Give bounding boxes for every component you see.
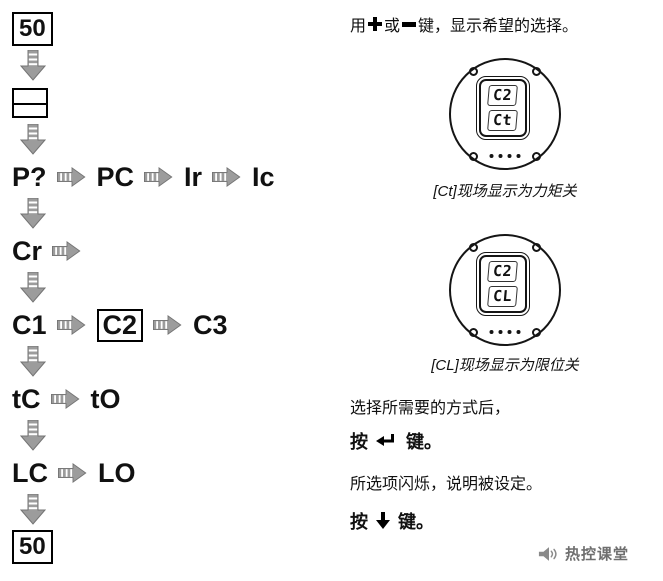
lcd-line1: C2 bbox=[487, 85, 519, 106]
flow-item: tO bbox=[90, 383, 121, 414]
flow-row-l: LC LO bbox=[12, 456, 275, 490]
lcd-display: C2 Ct bbox=[479, 79, 527, 137]
flow-row-top: 50 bbox=[12, 12, 275, 46]
press-down-pre: 按 bbox=[350, 512, 368, 532]
plus-icon bbox=[368, 17, 383, 31]
flow-arrow-down-icon bbox=[20, 420, 46, 451]
flow-item: LO bbox=[98, 457, 136, 488]
instruction-text: 用 bbox=[350, 18, 367, 35]
display-caption-cl: [CL]现场显示为限位关 bbox=[431, 357, 579, 374]
code-box-bottom: 50 bbox=[12, 530, 53, 564]
minus-icon bbox=[402, 21, 417, 27]
press-enter-post: 键。 bbox=[406, 432, 442, 452]
flow-item: Ic bbox=[252, 161, 275, 192]
flow-arrow-right-icon bbox=[56, 315, 86, 335]
down-key-icon bbox=[376, 512, 390, 529]
flow-arrow-right-icon bbox=[50, 389, 80, 409]
flow-step bbox=[12, 197, 275, 231]
screw-icon bbox=[469, 328, 478, 337]
lcd-line1: C2 bbox=[487, 261, 519, 282]
flow-item: C3 bbox=[193, 309, 228, 340]
flow-step bbox=[12, 123, 275, 157]
flow-item: P? bbox=[12, 161, 47, 192]
lcd-frame: C2 Ct bbox=[476, 76, 530, 140]
flow-arrow-right-icon bbox=[52, 241, 81, 261]
flow-item: C1 bbox=[12, 309, 47, 340]
flow-step bbox=[12, 345, 275, 379]
press-enter-line: 按 键。 bbox=[350, 428, 442, 454]
flow-step bbox=[12, 493, 275, 527]
lcd-line2: CL bbox=[487, 286, 519, 307]
flow-arrow-down-icon bbox=[20, 346, 46, 377]
flow-arrow-right-icon bbox=[58, 463, 87, 483]
screw-icon bbox=[469, 67, 478, 76]
flow-step bbox=[12, 419, 275, 453]
flow-row-blank bbox=[12, 86, 275, 120]
flow-arrow-down-icon bbox=[20, 272, 46, 303]
blank-display-box bbox=[12, 88, 48, 118]
screw-icon bbox=[469, 243, 478, 252]
flow-item: Cr bbox=[12, 235, 43, 266]
lcd-display: C2 CL bbox=[479, 255, 527, 313]
flow-step bbox=[12, 271, 275, 305]
screw-icon bbox=[469, 152, 478, 161]
brand-name: 热控课堂 bbox=[565, 546, 630, 563]
local-display-cl: C2 CL bbox=[449, 234, 561, 346]
instruction-blink: 所选项闪烁，说明被设定。 bbox=[350, 476, 543, 493]
flow-arrow-right-icon bbox=[144, 167, 173, 187]
instruction-top: 用 或 键，显示希望的选择。 bbox=[350, 12, 578, 36]
flow-row-c: C1 C2 C3 bbox=[12, 308, 275, 342]
flow-item: PC bbox=[96, 161, 135, 192]
flow-arrow-right-icon bbox=[153, 315, 182, 335]
press-down-post: 键。 bbox=[398, 512, 434, 532]
code-box-top: 50 bbox=[12, 12, 53, 46]
flow-item-selected: C2 bbox=[96, 308, 144, 342]
menu-flowchart: 50 P? bbox=[12, 12, 275, 567]
flow-row-p: P? PC Ir Ic bbox=[12, 160, 275, 194]
flow-arrow-down-icon bbox=[20, 198, 46, 229]
screw-icon bbox=[532, 328, 541, 337]
flow-row-cr: Cr bbox=[12, 234, 275, 268]
instruction-text: 键，显示希望的选择。 bbox=[418, 18, 579, 35]
instruction-text: 或 bbox=[384, 18, 401, 35]
indicator-leds bbox=[489, 330, 521, 334]
brand-logo: 热控课堂 bbox=[538, 543, 629, 564]
lcd-line2: Ct bbox=[487, 110, 519, 131]
indicator-leds bbox=[489, 154, 521, 158]
local-display-ct: C2 Ct bbox=[449, 58, 561, 170]
flow-arrow-right-icon bbox=[212, 167, 241, 187]
press-enter-pre: 按 bbox=[350, 432, 368, 452]
screw-icon bbox=[532, 243, 541, 252]
flow-item: tC bbox=[12, 383, 41, 414]
press-down-line: 按 键。 bbox=[350, 508, 434, 534]
speaker-icon bbox=[538, 546, 557, 561]
flow-arrow-down-icon bbox=[20, 124, 46, 155]
flow-item: LC bbox=[12, 457, 48, 488]
screw-icon bbox=[532, 152, 541, 161]
screw-icon bbox=[532, 67, 541, 76]
display-caption-ct: [Ct]现场显示为力矩关 bbox=[433, 183, 577, 200]
flow-row-t: tC tO bbox=[12, 382, 275, 416]
enter-key-icon bbox=[376, 434, 394, 446]
lcd-frame: C2 CL bbox=[476, 252, 530, 316]
instruction-select: 选择所需要的方式后， bbox=[350, 400, 511, 417]
flow-step bbox=[12, 49, 275, 83]
blank-display-divider bbox=[14, 90, 46, 105]
flow-arrow-down-icon bbox=[20, 494, 46, 525]
flow-arrow-down-icon bbox=[20, 50, 46, 81]
flow-arrow-right-icon bbox=[56, 167, 86, 187]
flow-item: Ir bbox=[184, 161, 203, 192]
flow-row-bottom: 50 bbox=[12, 530, 275, 564]
